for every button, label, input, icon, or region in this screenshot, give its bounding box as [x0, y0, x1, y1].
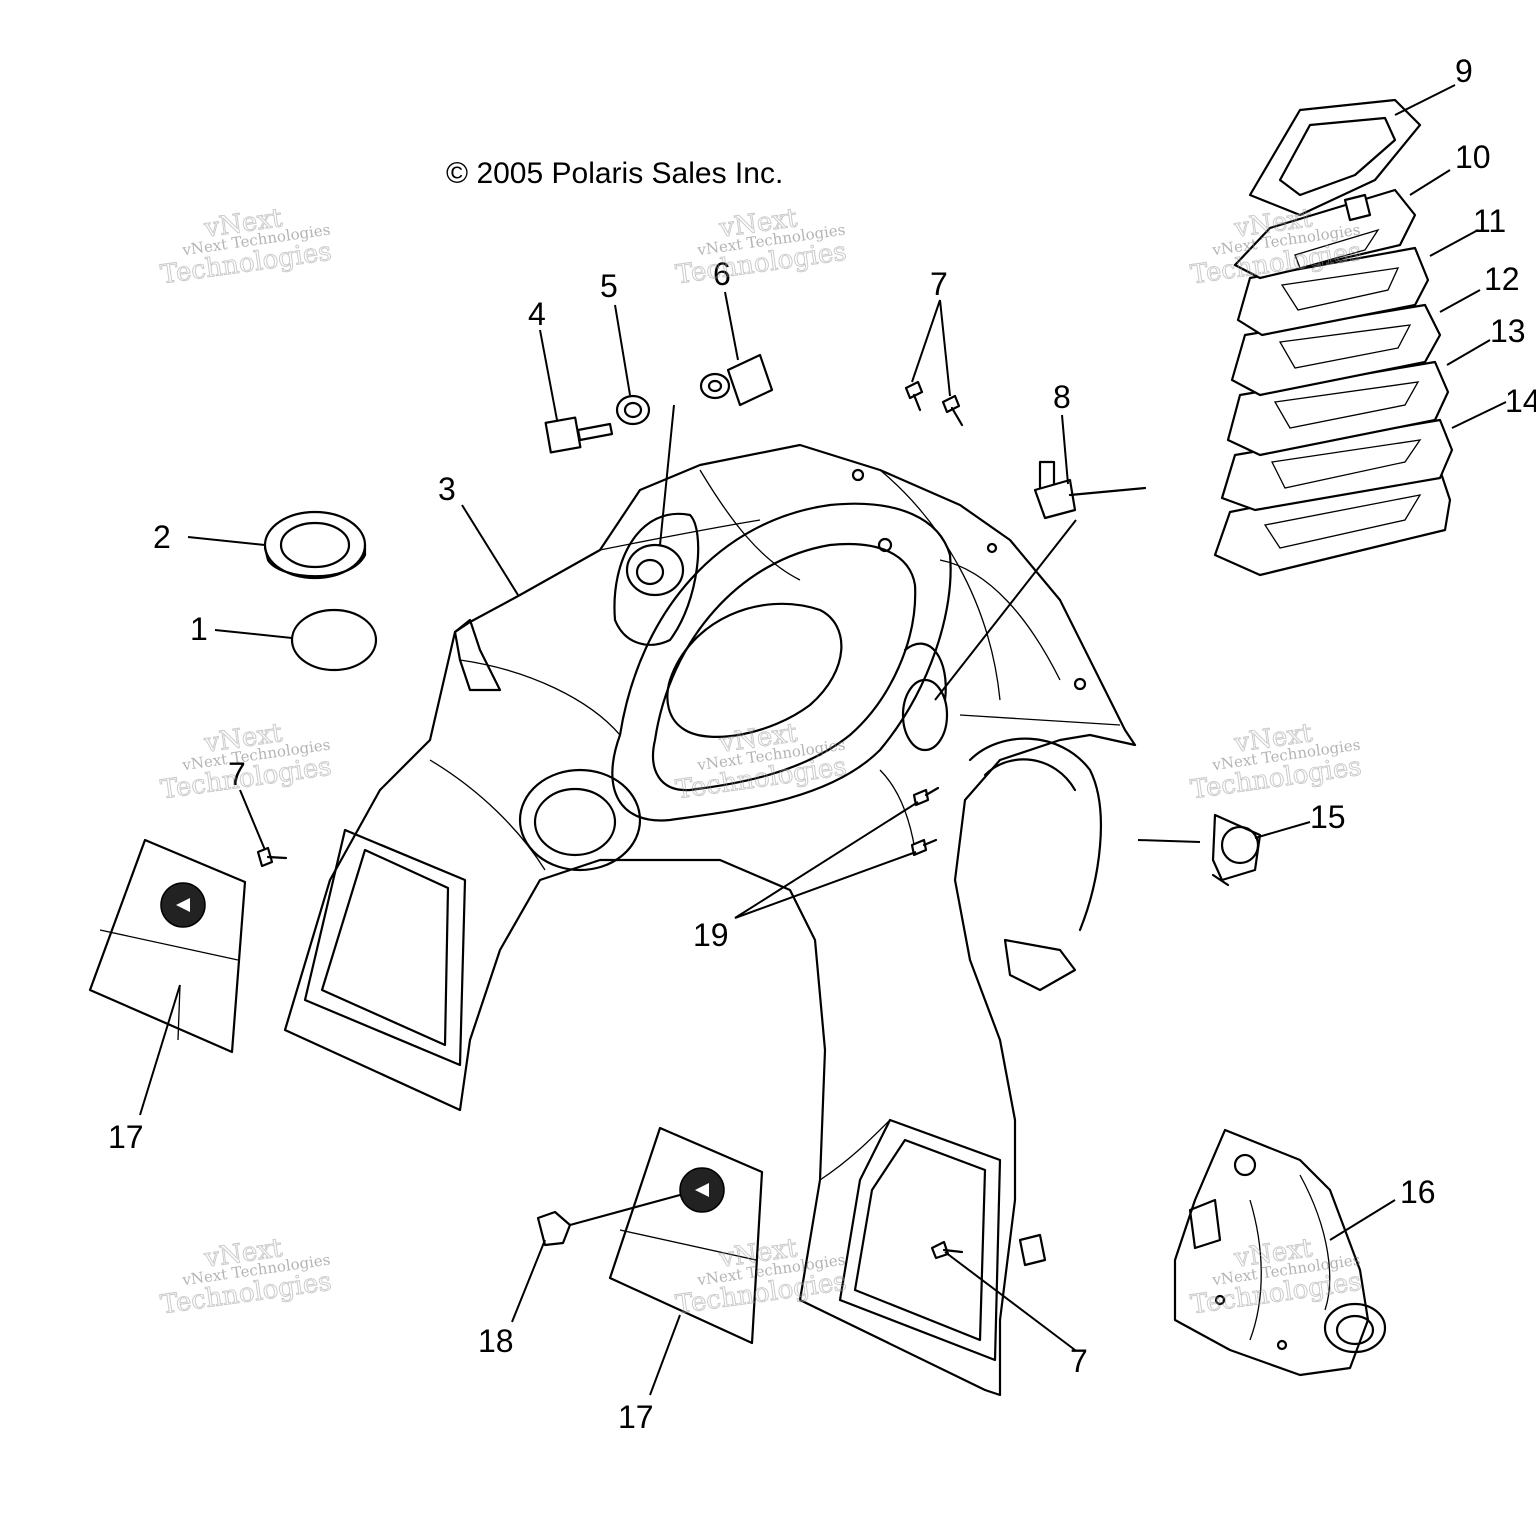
callout-9: 9	[1455, 53, 1473, 89]
rear-housing	[1173, 1128, 1387, 1377]
callout-14: 14	[1505, 383, 1536, 419]
push-fastener	[536, 1193, 682, 1247]
callout-17-left: 17	[108, 1119, 144, 1155]
callout-7-left: 7	[228, 756, 246, 792]
callout-1: 1	[190, 611, 208, 647]
lock-nut	[615, 394, 651, 426]
callout-10: 10	[1455, 139, 1491, 175]
watermarks: vNext vNext Technologies Technologies vN…	[158, 203, 1364, 1321]
hood-panel	[283, 443, 1137, 1397]
callout-3: 3	[438, 471, 456, 507]
callout-4: 4	[528, 296, 546, 332]
callout-19: 19	[693, 917, 729, 953]
leader-lines	[139, 84, 1507, 1396]
callout-17-lower: 17	[618, 1399, 654, 1435]
callout-5: 5	[600, 268, 618, 304]
callout-12: 12	[1484, 261, 1520, 297]
screw-lower	[930, 1240, 964, 1260]
screw-left	[256, 846, 288, 868]
callout-18: 18	[478, 1323, 514, 1359]
key	[544, 416, 614, 454]
callout-7-lower: 7	[1070, 1343, 1088, 1379]
callout-2: 2	[153, 519, 171, 555]
sensor-with-cable	[1033, 460, 1147, 520]
callout-15: 15	[1310, 799, 1346, 835]
callout-labels: 1 2 3 4 5 6 7 8 9 10 11 12 13 14 15 16 7…	[108, 53, 1536, 1435]
o-ring	[290, 608, 378, 672]
callout-16: 16	[1400, 1174, 1436, 1210]
access-panel-lower	[608, 1126, 764, 1345]
access-panel-left	[88, 838, 247, 1054]
copyright-text: © 2005 Polaris Sales Inc.	[446, 157, 783, 190]
grommet-bracket	[1211, 813, 1262, 887]
callout-7-upper: 7	[930, 266, 948, 302]
callout-11: 11	[1473, 203, 1506, 239]
screws-upper	[904, 380, 964, 427]
callout-13: 13	[1490, 313, 1526, 349]
dash-plate-stack	[1213, 98, 1454, 577]
cap-bezel	[263, 510, 367, 580]
ignition-switch	[699, 353, 774, 407]
callout-8: 8	[1053, 379, 1071, 415]
callout-6: 6	[713, 256, 731, 292]
